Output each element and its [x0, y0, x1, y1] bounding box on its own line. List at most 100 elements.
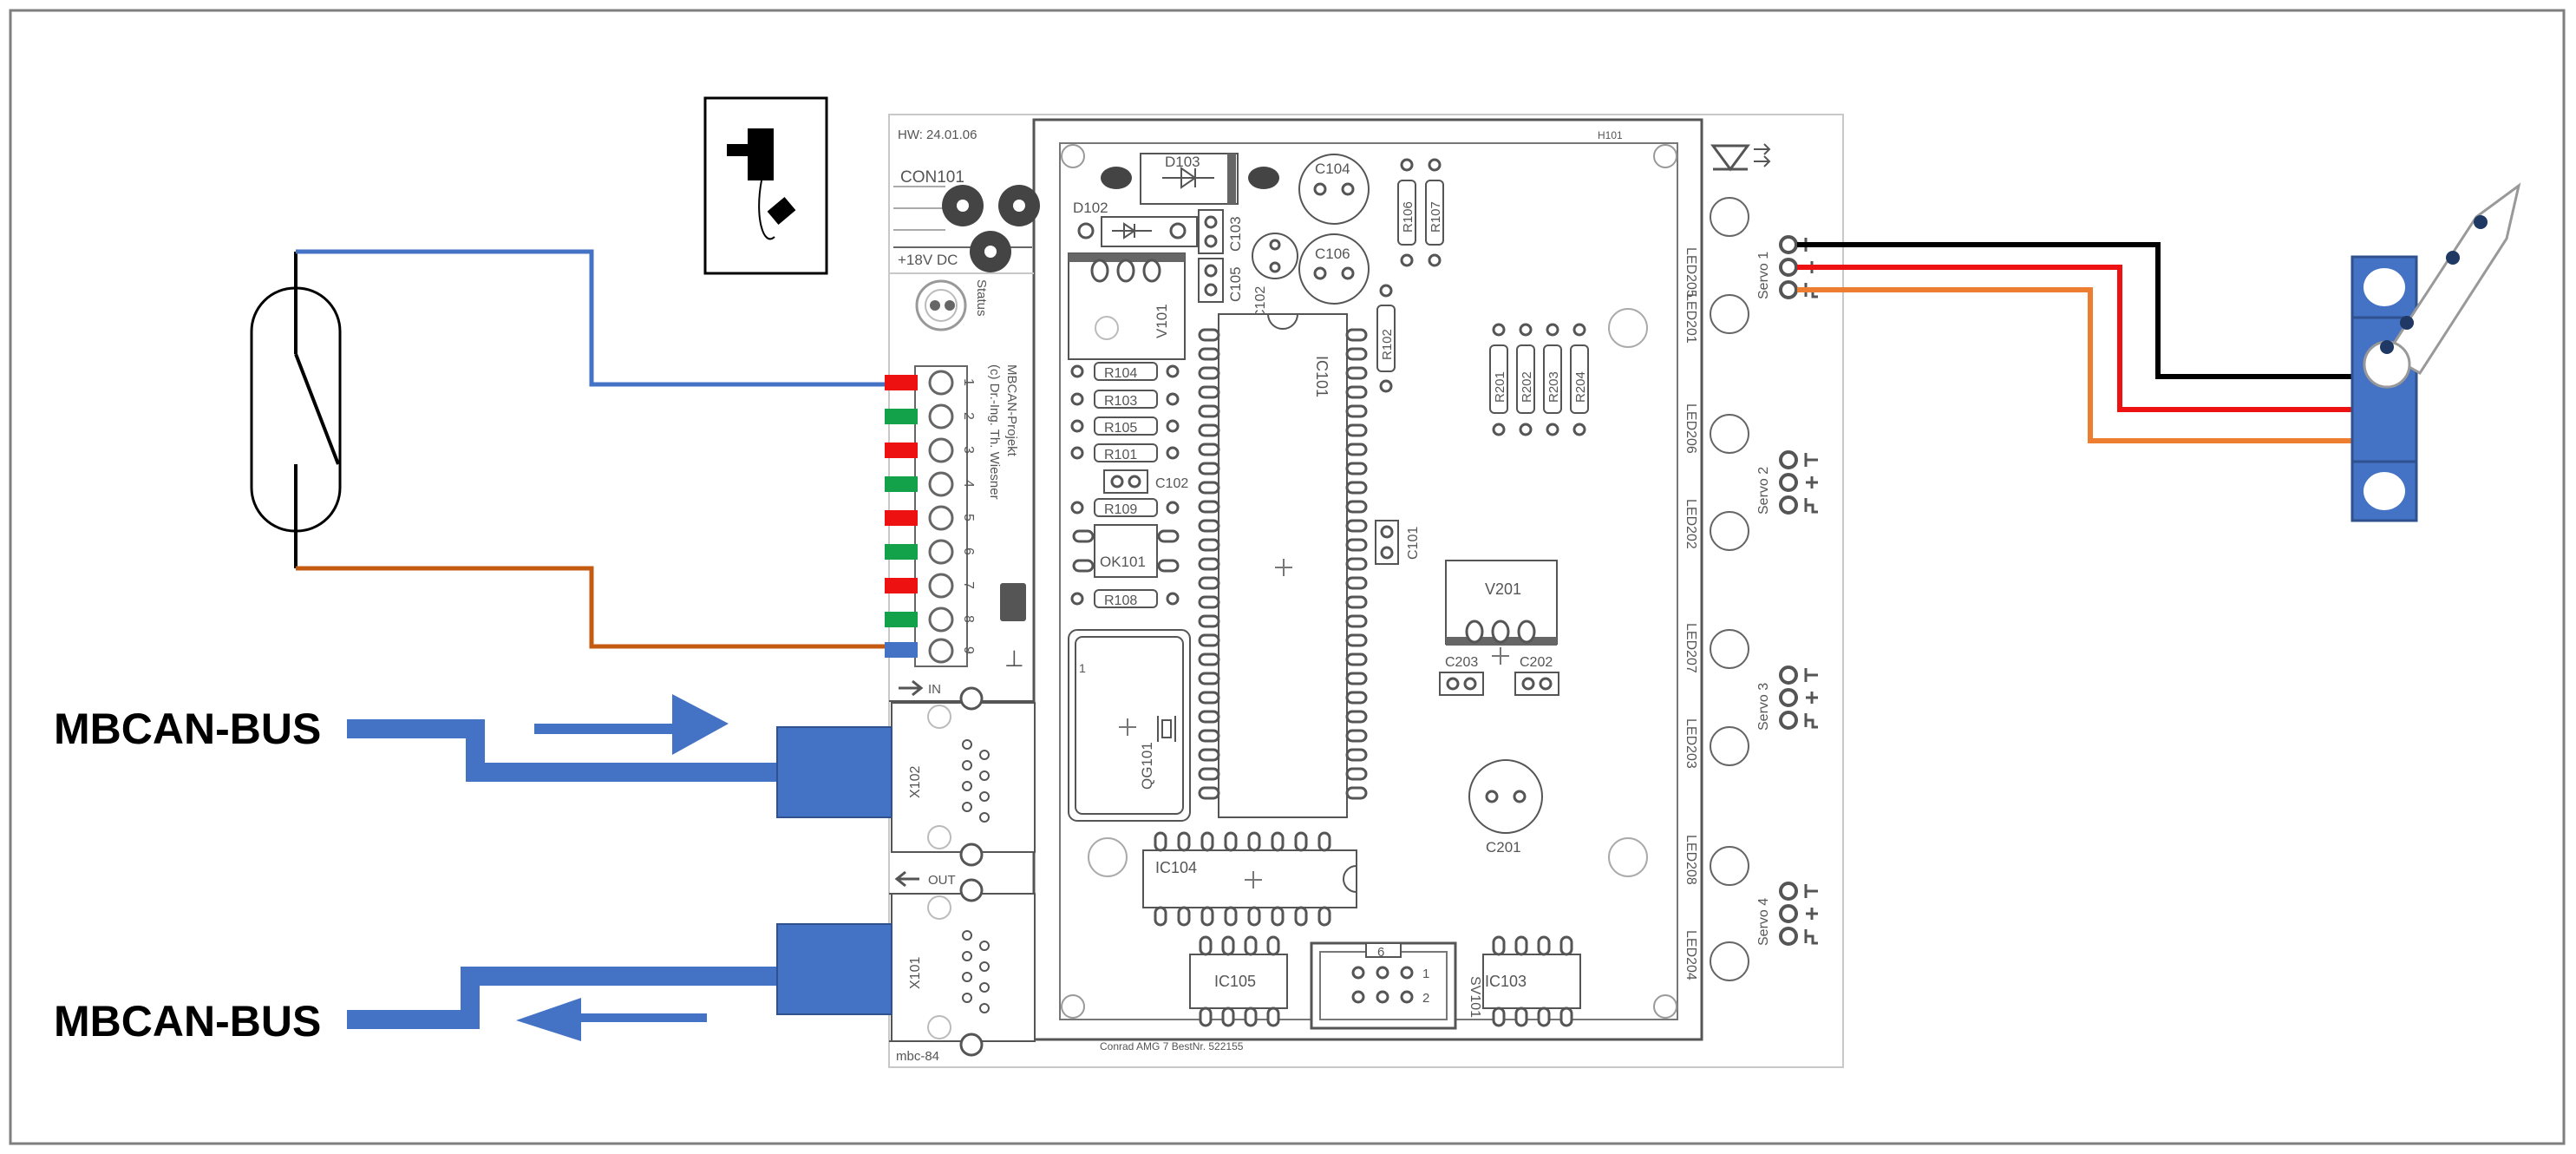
regulator-v201	[1445, 560, 1558, 665]
resistor-r105	[1070, 416, 1180, 436]
servo-wire-red	[1797, 265, 2352, 412]
c203-label: C203	[1445, 655, 1478, 670]
resistor-r203	[1543, 323, 1562, 436]
order-number-label: Conrad AMG 7 BestNr. 522155	[1100, 1040, 1244, 1052]
servo-wire-black	[1797, 242, 2352, 379]
r107-label: R107	[1429, 201, 1443, 233]
resistor-r109	[1070, 498, 1180, 517]
capacitor-c105	[1198, 258, 1224, 303]
c106-label: C106	[1315, 246, 1350, 262]
terminal-pin-5	[885, 510, 918, 526]
servo-motor	[2350, 255, 2418, 522]
servo-labels: Servo 1 Servo 2 Servo 3 Servo 4	[1756, 252, 1771, 946]
terminal-pin-7	[885, 578, 918, 593]
capacitor-c203	[1439, 672, 1484, 696]
regulator-v101	[1068, 252, 1186, 360]
sv101-pin-6: 6	[1377, 945, 1384, 960]
qg101-label: QG101	[1139, 742, 1155, 790]
resistor-r202	[1516, 323, 1535, 436]
power-plug-icon	[703, 96, 828, 275]
terminal-pin-6	[885, 544, 918, 560]
servo-horn	[2363, 182, 2521, 389]
terminal-pin-1	[885, 375, 918, 390]
terminal-block	[885, 365, 968, 667]
terminal-pin-number: 7	[961, 581, 976, 589]
c103-label: C103	[1227, 216, 1244, 252]
r203-label: R203	[1546, 371, 1561, 403]
ic101	[1198, 313, 1368, 818]
led-label: LED208	[1684, 835, 1698, 885]
project-line-2: (c) Dr.-Ing. Th. Wiesner	[987, 364, 1002, 500]
sv101-label: SV101	[1468, 976, 1482, 1018]
capacitor-c106	[1298, 233, 1370, 305]
terminal-pin-numbers: 1 2 3 4 5 6 7 8 9	[961, 378, 976, 654]
servo-label: Servo 4	[1756, 898, 1771, 946]
resistor-r103	[1070, 390, 1180, 409]
ic105-label: IC105	[1214, 973, 1256, 990]
c101-label: C101	[1406, 527, 1421, 560]
status-led	[915, 279, 967, 331]
led-label: LED201	[1684, 293, 1698, 344]
r106-label: R106	[1401, 201, 1415, 233]
led-footprints	[1710, 197, 1749, 981]
resistor-r201	[1489, 323, 1508, 436]
status-label: Status	[974, 279, 989, 317]
switch-wire-blue	[296, 249, 886, 387]
x101-label: X101	[908, 957, 923, 989]
r103-label: R103	[1104, 394, 1137, 409]
switch-wire-brown	[296, 566, 886, 649]
can-in-arrow-marker	[899, 679, 924, 697]
capacitor-c103	[1198, 209, 1224, 254]
hw-version-label: HW: 24.01.06	[898, 128, 977, 142]
servo-label: Servo 1	[1756, 252, 1771, 299]
can-bus-out-cable	[347, 923, 892, 1041]
led-label: LED206	[1684, 403, 1698, 454]
terminal-pin-number: 5	[961, 514, 976, 521]
servo-header-2	[1779, 450, 1798, 515]
capacitor-c202	[1514, 672, 1559, 696]
capacitor-c101	[1375, 520, 1399, 565]
optocoupler-ok101	[1072, 524, 1180, 578]
bus-out-label: MBCAN-BUS	[54, 997, 321, 1046]
r204-label: R204	[1573, 371, 1588, 403]
terminal-pin-2	[885, 409, 918, 424]
terminal-pin-number: 8	[961, 615, 976, 623]
r105-label: R105	[1104, 421, 1137, 436]
servo-wire-orange	[1797, 287, 2352, 443]
connector-x102	[891, 686, 1036, 867]
terminal-pin-9	[885, 642, 918, 658]
led-label: LED205	[1684, 247, 1698, 298]
c102-lower-label: C102	[1155, 476, 1188, 491]
terminal-pin-8	[885, 612, 918, 627]
terminal-pin-3	[885, 443, 918, 458]
ic103	[1482, 935, 1581, 1027]
led-symbol-icon	[1710, 143, 1771, 172]
can-bus-in-cable	[347, 694, 892, 818]
r102-label: R102	[1380, 329, 1395, 360]
sv101-pin-2: 2	[1422, 991, 1429, 1006]
terminal-pin-number: 6	[961, 547, 976, 555]
terminal-pin-number: 3	[961, 446, 976, 454]
r108-label: R108	[1104, 593, 1137, 608]
v101-label: V101	[1154, 304, 1170, 338]
power-connector	[893, 185, 1040, 272]
capacitor-c104	[1298, 154, 1370, 225]
terminal-pin-number: 1	[961, 378, 976, 386]
ground-symbol: ⊥	[1004, 646, 1024, 672]
board-id-label: H101	[1598, 129, 1623, 141]
can-out-arrow-marker	[894, 870, 919, 888]
diagram-frame	[9, 9, 2566, 1145]
board-name-label: mbc-84	[896, 1049, 939, 1064]
crystal-qg101	[1068, 629, 1191, 822]
power-voltage-label: +18V DC	[898, 252, 958, 268]
c102-upper-label: C102	[1253, 286, 1268, 319]
r201-label: R201	[1493, 371, 1507, 403]
r104-label: R104	[1104, 366, 1137, 381]
r202-label: R202	[1520, 371, 1534, 403]
ic104-label: IC104	[1155, 859, 1197, 876]
terminal-pin-4	[885, 476, 918, 492]
v201-label: V201	[1485, 580, 1521, 598]
capacitor-c102-lower	[1103, 469, 1148, 494]
d102-label: D102	[1073, 200, 1108, 216]
servo-header-4	[1779, 882, 1798, 946]
